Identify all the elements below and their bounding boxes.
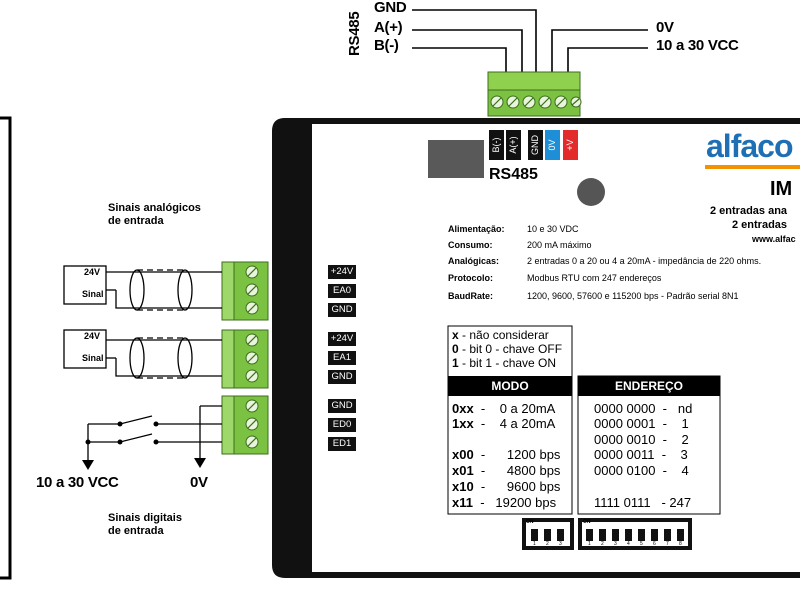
status-led xyxy=(577,178,605,206)
analog-terminal-block-0 xyxy=(221,261,269,321)
terminal-tag-24v-1: +24V xyxy=(328,332,356,346)
module-faceplate xyxy=(312,124,800,572)
supply-label: 10 a 30 VCC xyxy=(656,37,739,54)
brand-model: IM xyxy=(770,178,793,200)
rs485-connector-port xyxy=(428,140,484,178)
spec-key-baudrate: BaudRate: xyxy=(448,291,494,301)
terminal-tag-ea1: EA1 xyxy=(328,351,356,365)
spec-key-analog: Analógicas: xyxy=(448,256,500,266)
modo-row-2: x00 - 1200 bps xyxy=(452,447,561,462)
spec-value-consumption: 200 mA máximo xyxy=(527,240,592,250)
endereco-row-1: 0000 0001 - 1 xyxy=(594,416,689,431)
digital-zero-v-label: 0V xyxy=(190,474,208,491)
tag-a-plus: A(+) xyxy=(506,130,521,160)
dip-b-on-label: ON xyxy=(583,519,591,525)
spec-key-consumption: Consumo: xyxy=(448,240,493,250)
terminal-tag-gnd-1: GND xyxy=(328,370,356,384)
dip-b-num-2: 2 xyxy=(601,541,604,547)
left-enclosure-edge xyxy=(0,116,12,580)
zero-v-label: 0V xyxy=(656,19,674,36)
brand-line-1: 2 entradas ana xyxy=(710,205,788,217)
tag-plus-v: +V xyxy=(563,130,578,160)
spec-value-protocol: Modbus RTU com 247 endereços xyxy=(527,273,662,283)
terminal-tag-ed0: ED0 xyxy=(328,418,356,432)
dip-legend: x - não considerar 0 - bit 0 - chave OFF… xyxy=(452,328,563,370)
dip-a-num-3: 3 xyxy=(559,541,562,547)
digital-switch-wiring xyxy=(87,405,222,462)
modo-row-0: 0xx - 0 a 20mA xyxy=(452,401,556,416)
dip-b-num-5: 5 xyxy=(640,541,643,547)
tag-zero-v: 0V xyxy=(545,130,560,160)
modo-row-4: x10 - 9600 bps xyxy=(452,479,561,494)
modo-header: MODO xyxy=(448,376,572,396)
analog-terminal-block-1 xyxy=(221,329,269,389)
dip-b-num-3: 3 xyxy=(614,541,617,547)
sensor-1-24v: 24V xyxy=(84,331,101,341)
dip-a-on-label: ON xyxy=(526,519,534,525)
terminal-tag-24v-0: +24V xyxy=(328,265,356,279)
dip-b-num-4: 4 xyxy=(627,541,630,547)
dip-b-num-8: 8 xyxy=(679,541,682,547)
modo-row-5: x11 - 19200 bps xyxy=(452,495,557,510)
sensor-1-signal: Sinal xyxy=(82,353,104,363)
digital-supply-label: 10 a 30 VCC xyxy=(36,474,119,491)
tag-b-minus: B(-) xyxy=(489,130,504,160)
endereco-row-4: 0000 0100 - 4 xyxy=(594,463,689,478)
dip-a-num-2: 2 xyxy=(546,541,549,547)
terminal-tag-gnd-0: GND xyxy=(328,303,356,317)
dip-switch-8pos xyxy=(578,518,692,550)
endereco-row-2: 0000 0010 - 2 xyxy=(594,432,689,447)
spec-key-protocol: Protocolo: xyxy=(448,273,493,283)
rs485-a-label: A(+) xyxy=(374,19,403,36)
digital-terminal-block xyxy=(221,395,269,455)
spec-key-power: Alimentação: xyxy=(448,224,505,234)
rs485-b-label: B(-) xyxy=(374,37,399,54)
analog-sensor-1-wiring xyxy=(63,329,222,379)
endereco-row-0: 0000 0000 - nd xyxy=(594,401,693,416)
brand-url: www.alfac xyxy=(752,234,796,244)
terminal-tag-gnd-2: GND xyxy=(328,399,356,413)
tag-gnd: GND xyxy=(528,130,543,160)
modo-row-3: x01 - 4800 bps xyxy=(452,463,561,478)
rs485-terminal-block xyxy=(487,71,582,117)
modo-row-1: 1xx - 4 a 20mA xyxy=(452,416,556,431)
analog-sensor-0-wiring xyxy=(63,265,222,311)
endereco-row-5: 1111 0111 - 247 xyxy=(594,495,692,510)
brand-logo: alfaco xyxy=(706,128,793,164)
sensor-0-signal: Sinal xyxy=(82,289,104,299)
terminal-tag-ed1: ED1 xyxy=(328,437,356,451)
dip-b-num-1: 1 xyxy=(588,541,591,547)
spec-value-baudrate: 1200, 9600, 57600 e 115200 bps - Padrão … xyxy=(527,291,739,301)
terminal-tag-ea0: EA0 xyxy=(328,284,356,298)
dip-switch-3pos xyxy=(522,518,574,550)
module-rs485-label: RS485 xyxy=(489,166,538,183)
sensor-0-24v: 24V xyxy=(84,267,101,277)
brand-underline xyxy=(705,165,800,169)
rs485-vertical-label: RS485 xyxy=(346,11,363,56)
brand-line-2: 2 entradas xyxy=(732,219,788,231)
dip-b-num-7: 7 xyxy=(666,541,669,547)
digital-switch-dots xyxy=(82,421,206,470)
spec-value-analog: 2 entradas 0 a 20 ou 4 a 20mA - impedânc… xyxy=(527,256,762,266)
endereco-row-3: 0000 0011 - 3 xyxy=(594,447,688,462)
dip-b-num-6: 6 xyxy=(653,541,656,547)
dip-a-num-1: 1 xyxy=(533,541,536,547)
modo-table-frame xyxy=(447,325,573,515)
spec-value-power: 10 e 30 VDC xyxy=(527,224,579,234)
endereco-header: ENDEREÇO xyxy=(578,376,720,396)
rs485-gnd-label: GND xyxy=(374,0,407,16)
